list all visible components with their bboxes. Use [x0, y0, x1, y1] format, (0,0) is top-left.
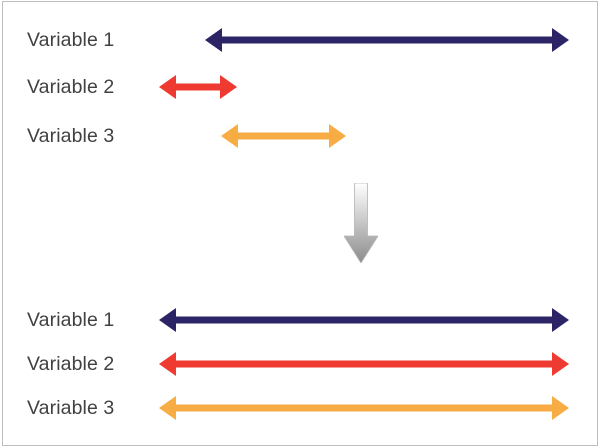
- row-label: Variable 2: [27, 76, 115, 98]
- variable-row: Variable 3: [0, 391, 600, 425]
- double-headed-arrow-icon: [159, 75, 237, 99]
- double-headed-arrow-icon: [205, 28, 569, 52]
- row-label: Variable 1: [27, 309, 115, 331]
- row-label: Variable 3: [27, 397, 115, 419]
- double-headed-arrow-icon: [221, 124, 346, 148]
- double-headed-arrow-icon: [159, 352, 569, 376]
- arrow-down-icon: [343, 182, 379, 264]
- variable-row: Variable 3: [0, 119, 600, 153]
- variable-row: Variable 2: [0, 347, 600, 381]
- row-label: Variable 3: [27, 125, 115, 147]
- variable-row: Variable 1: [0, 23, 600, 57]
- variable-row: Variable 2: [0, 70, 600, 104]
- double-headed-arrow-icon: [159, 308, 569, 332]
- variable-row: Variable 1: [0, 303, 600, 337]
- double-headed-arrow-icon: [159, 396, 569, 420]
- row-label: Variable 1: [27, 29, 115, 51]
- row-label: Variable 2: [27, 353, 115, 375]
